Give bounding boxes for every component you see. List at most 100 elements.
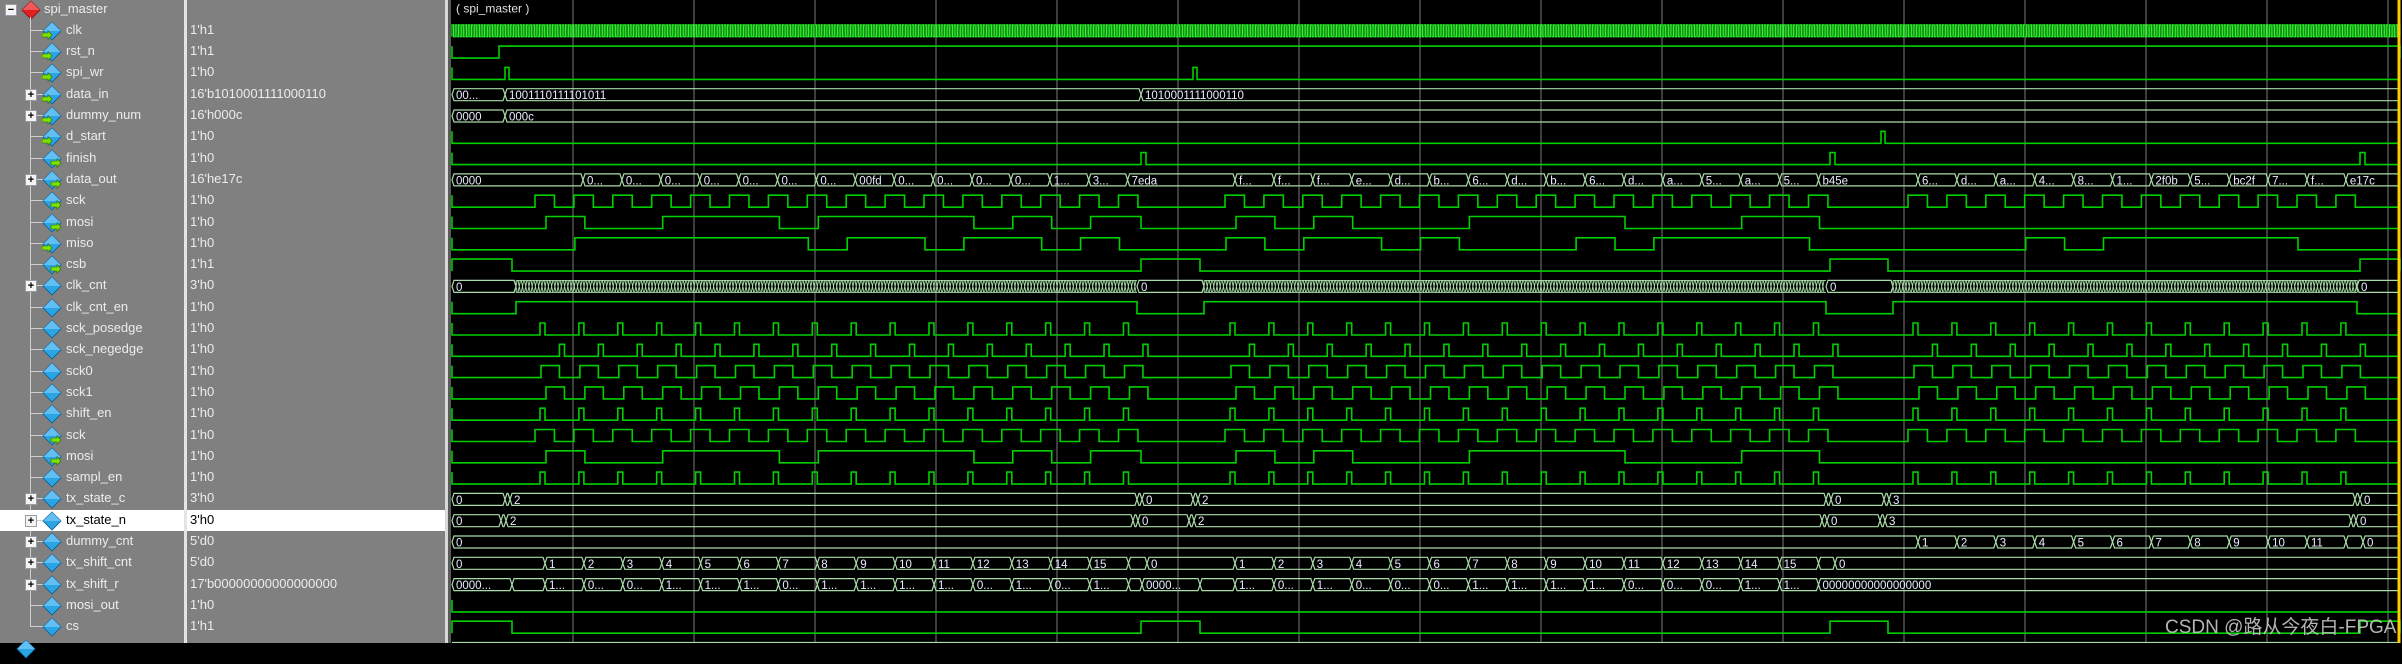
signal-value-row[interactable]: 1'h0 <box>187 403 445 424</box>
signal-row-sck1[interactable]: sck1 <box>0 382 184 403</box>
signal-row-sck-posedge[interactable]: sck_posedge <box>0 318 184 339</box>
bus-value-tx-shift-cnt: 6 <box>744 559 750 571</box>
expand-toggle[interactable]: + <box>25 280 37 293</box>
signal-row-tx-shift-r[interactable]: +tx_shift_r <box>0 574 184 595</box>
bus-value-tx-shift-r: 1... <box>744 580 760 592</box>
signal-row-clk-cnt-en[interactable]: clk_cnt_en <box>0 297 184 318</box>
signal-row-mosi-out[interactable]: mosi_out <box>0 595 184 616</box>
signal-row-tx-shift-cnt[interactable]: +tx_shift_cnt <box>0 552 184 573</box>
signal-value-row[interactable]: 1'h1 <box>187 41 445 62</box>
bus-value-data-out: 1... <box>2117 175 2133 187</box>
signal-value-row[interactable]: 1'h0 <box>187 212 445 233</box>
signal-row-tx-state-n[interactable]: +tx_state_n <box>0 509 184 531</box>
signal-row-mosi[interactable]: mosi <box>0 212 184 233</box>
signal-value-row[interactable]: 3'h0 <box>187 488 445 509</box>
signal-value: 1'h1 <box>190 43 215 59</box>
signal-row-clk[interactable]: clk <box>0 20 184 41</box>
signal-row-sampl-en[interactable]: sampl_en <box>0 467 184 488</box>
signal-value-row[interactable]: 5'd0 <box>187 552 445 573</box>
expand-toggle[interactable]: + <box>25 493 37 506</box>
tree-group-spi-master[interactable]: −spi_master <box>0 0 184 20</box>
signal-value-row[interactable]: 1'h0 <box>187 595 445 616</box>
bus-segment-tx-state-c <box>1883 492 1890 506</box>
signal-value: 16'he17c <box>190 170 243 186</box>
signal-value-row[interactable]: 5'd0 <box>187 531 445 552</box>
signal-value: 3'h0 <box>190 277 215 293</box>
expand-toggle[interactable]: + <box>25 578 37 591</box>
signal-value-row[interactable]: 1'h0 <box>187 382 445 403</box>
bus-value-data-out: 8... <box>2078 175 2094 187</box>
signal-row-miso[interactable]: miso <box>0 233 184 254</box>
tree-line <box>30 72 44 74</box>
signal-value-row[interactable]: 1'h0 <box>187 126 445 147</box>
bus-value-tx-shift-cnt: 7 <box>1472 559 1478 571</box>
bus-value-tx-shift-cnt: 15 <box>1784 559 1797 571</box>
waveform-csb <box>451 258 2401 272</box>
signal-value-row[interactable]: 1'h1 <box>187 616 445 637</box>
signal-value-row[interactable]: 1'h0 <box>187 318 445 339</box>
waveform-mosi-out <box>451 599 2400 613</box>
signal-row-clk-cnt[interactable]: +clk_cnt <box>0 275 184 296</box>
signal-value-row[interactable]: 3'h0 <box>187 509 445 531</box>
bus-value-data-out: 6... <box>1922 175 1938 187</box>
waveform-mosi <box>451 215 2400 230</box>
signal-name: cs <box>66 618 79 634</box>
bus-value-data-out: f... <box>1239 175 1252 187</box>
signal-row-csb[interactable]: csb <box>0 254 184 275</box>
signal-value-row[interactable]: 1'h0 <box>187 425 445 446</box>
signal-row-data-in[interactable]: +data_in <box>0 84 184 105</box>
signal-value-row[interactable]: 1'h0 <box>187 233 445 254</box>
signal-row-rst-n[interactable]: rst_n <box>0 41 184 62</box>
waveform-sck-internal <box>451 428 2400 443</box>
signal-value-row[interactable]: 1'h0 <box>187 190 445 211</box>
signal-value-row[interactable]: 17'b00000000000000000 <box>187 574 445 595</box>
signal-row-sck[interactable]: sck <box>0 425 184 446</box>
signal-row-cs[interactable]: cs <box>0 616 184 637</box>
signal-row-shift-en[interactable]: shift_en <box>0 403 184 424</box>
bus-value-tx-shift-cnt: 11 <box>938 559 950 571</box>
pane-divider[interactable] <box>184 0 187 643</box>
bus-value-tx-shift-r: 1... <box>705 580 721 592</box>
bus-value-tx-shift-r: 1... <box>1094 580 1110 592</box>
pane-divider[interactable] <box>445 0 448 643</box>
signal-icon <box>42 553 62 573</box>
expand-toggle[interactable]: + <box>25 536 37 548</box>
signal-row-finish[interactable]: finish <box>0 148 184 169</box>
signal-value-row[interactable]: 16'h000c <box>187 105 445 126</box>
signal-row-mosi[interactable]: mosi <box>0 446 184 467</box>
signal-value-row[interactable]: 16'he17c <box>187 169 445 190</box>
bus-value-data-out: 0... <box>782 175 798 187</box>
signal-value: 1'h1 <box>190 21 215 37</box>
signal-row-spi-wr[interactable]: spi_wr <box>0 62 184 83</box>
collapse-toggle[interactable]: − <box>5 3 17 16</box>
signal-value-row[interactable]: 1'h0 <box>187 297 445 318</box>
signal-row-tx-state-c[interactable]: +tx_state_c <box>0 488 184 509</box>
signal-value-row[interactable]: 3'h0 <box>187 275 445 296</box>
signal-value-row[interactable]: 1'h1 <box>187 20 445 41</box>
signal-row-dummy-num[interactable]: +dummy_num <box>0 105 184 126</box>
expand-toggle[interactable]: + <box>25 173 37 186</box>
bus-segment-tx-shift-r <box>1127 577 1143 592</box>
signal-value-row[interactable]: 16'b1010001111000110 <box>187 84 445 105</box>
signal-value-row[interactable]: 1'h0 <box>187 148 445 169</box>
signal-row-d-start[interactable]: d_start <box>0 126 184 147</box>
signal-row-data-out[interactable]: +data_out <box>0 169 184 190</box>
signal-row-partial[interactable] <box>0 638 184 659</box>
signal-value-row[interactable]: 1'h0 <box>187 446 445 467</box>
signal-row-sck-negedge[interactable]: sck_negedge <box>0 339 184 360</box>
signal-value-row[interactable]: 1'h0 <box>187 467 445 488</box>
signal-row-sck0[interactable]: sck0 <box>0 361 184 382</box>
signal-value-row[interactable]: 1'h0 <box>187 339 445 360</box>
expand-toggle[interactable]: + <box>25 110 37 122</box>
signal-row-sck[interactable]: sck <box>0 190 184 211</box>
expand-toggle[interactable]: + <box>25 514 37 527</box>
signal-value-row[interactable]: 1'h1 <box>187 254 445 275</box>
signal-row-dummy-cnt[interactable]: +dummy_cnt <box>0 531 184 552</box>
bus-value-tx-shift-r: 1... <box>938 580 954 592</box>
expand-toggle[interactable]: + <box>25 88 37 101</box>
expand-toggle[interactable]: + <box>25 557 37 570</box>
signal-value-row[interactable]: 1'h0 <box>187 361 445 382</box>
signal-value-row[interactable]: 1'h0 <box>187 62 445 83</box>
